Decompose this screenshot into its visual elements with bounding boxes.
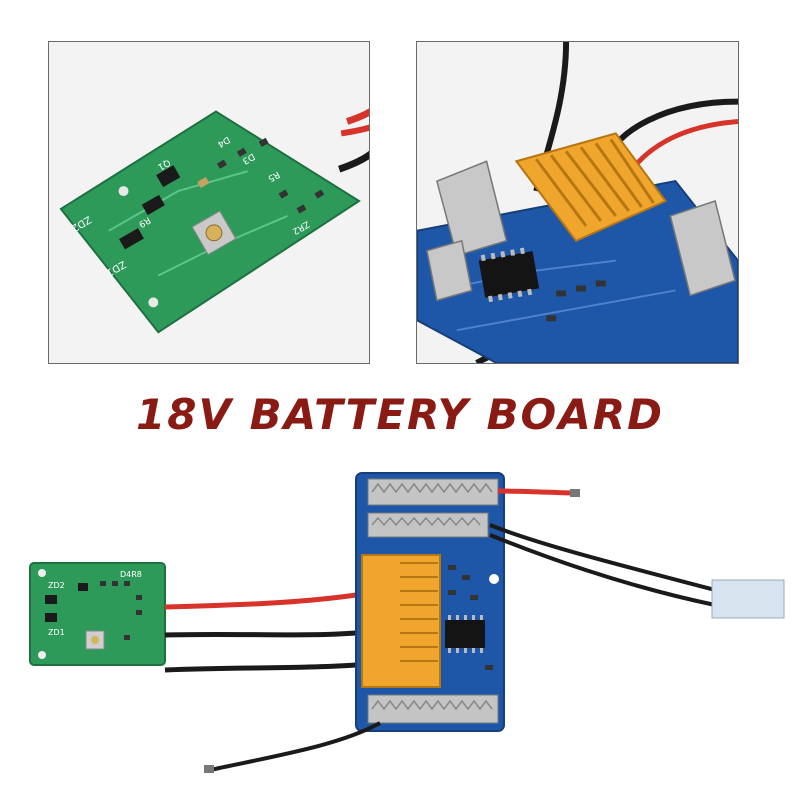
blue-board-closeup-illustration	[417, 42, 738, 363]
metal-terminals	[426, 160, 736, 302]
svg-text:ZD1: ZD1	[48, 628, 65, 637]
product-title: 18V BATTERY BOARD	[136, 390, 664, 439]
blue-bms-board	[355, 472, 505, 732]
white-plug	[711, 579, 785, 619]
green-indicator-board: ZD2 ZD1 D4R8	[29, 562, 166, 666]
green-board-closeup-illustration: ZD2 ZD1 Q1 R9 D4 D3 R5 ZR2	[49, 42, 369, 363]
yellow-connector	[514, 132, 667, 242]
battery-board-assembly-photo: ZD2 ZD1 D4R8	[0, 455, 800, 800]
svg-text:ZD2: ZD2	[48, 581, 65, 590]
green-board-closeup-photo: ZD2 ZD1 Q1 R9 D4 D3 R5 ZR2	[48, 41, 370, 364]
green-pcb: ZD2 ZD1 Q1 R9 D4 D3 R5 ZR2	[59, 110, 361, 334]
svg-text:D4R8: D4R8	[120, 570, 142, 579]
blue-board-closeup-photo	[416, 41, 739, 364]
